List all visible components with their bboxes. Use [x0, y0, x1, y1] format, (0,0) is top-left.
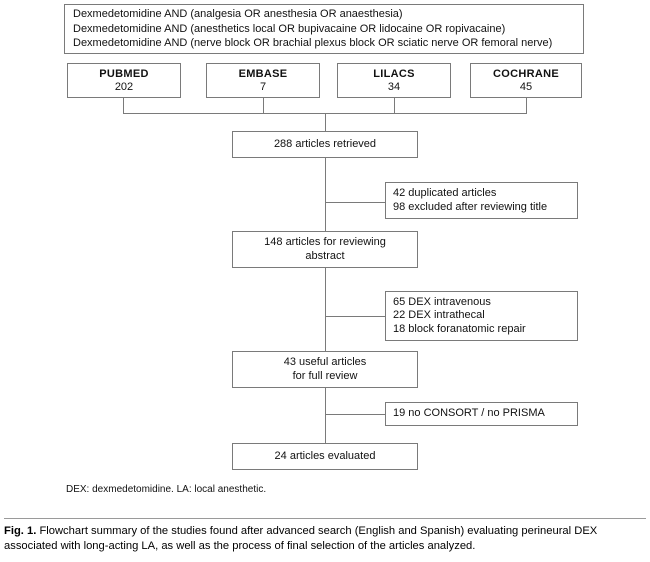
connector-cochrane-drop	[526, 98, 527, 113]
exclusion-box-1-line-3: 18 block foranatomic repair	[393, 322, 526, 335]
connector-lilacs-drop	[394, 98, 395, 113]
database-count-embase: 7	[259, 80, 267, 93]
database-name-embase: EMBASE	[238, 67, 288, 80]
caption-divider	[4, 518, 646, 519]
search-query-line-2: Dexmedetomidine AND (anesthetics local O…	[73, 22, 506, 35]
search-query-line-3: Dexmedetomidine AND (nerve block OR brac…	[73, 37, 553, 50]
connector-branch-to-exclusion-2	[325, 316, 385, 317]
database-box-lilacs: LILACS 34	[337, 63, 451, 98]
main-box-2-line-1: 43 useful articles	[283, 356, 367, 368]
database-name-lilacs: LILACS	[373, 67, 415, 80]
figure-caption-text: Flowchart summary of the studies found a…	[4, 525, 598, 552]
main-box-useful-articles: 43 useful articles for full review	[232, 351, 418, 388]
figure-number-label: Fig. 1.	[4, 525, 37, 537]
search-query-box: Dexmedetomidine AND (analgesia OR anesth…	[64, 4, 584, 54]
main-box-3-line-1: 24 articles evaluated	[274, 449, 376, 462]
connector-branch-to-exclusion-3	[325, 414, 385, 415]
exclusion-box-reporting-guidelines: 19 no CONSORT / no PRISMA	[385, 402, 578, 426]
exclusion-box-duplicates-and-titles: 42 duplicated articles 98 excluded after…	[385, 182, 578, 219]
connector-branch-to-exclusion-1	[325, 202, 385, 203]
main-box-reviewing-abstract: 148 articles for reviewing abstract	[232, 231, 418, 268]
database-box-pubmed: PUBMED 202	[67, 63, 181, 98]
database-count-lilacs: 34	[387, 80, 401, 93]
main-box-articles-evaluated: 24 articles evaluated	[232, 443, 418, 470]
main-box-1-line-1: 148 articles for reviewing	[264, 236, 386, 248]
exclusion-box-0-line-2: 98 excluded after reviewing title	[393, 200, 548, 213]
database-box-cochrane: COCHRANE 45	[470, 63, 582, 98]
connector-manifold-to-retrieved	[325, 113, 326, 131]
database-name-cochrane: COCHRANE	[493, 67, 559, 80]
exclusion-box-1-line-2: 22 DEX intrathecal	[393, 309, 485, 322]
exclusion-box-1-line-1: 65 DEX intravenous	[393, 295, 491, 308]
main-box-articles-retrieved: 288 articles retrieved	[232, 131, 418, 158]
exclusion-box-0-line-1: 42 duplicated articles	[393, 187, 497, 199]
connector-embase-drop	[263, 98, 264, 113]
connector-spine-segment-3	[325, 388, 326, 443]
exclusion-box-2-line-1: 19 no CONSORT / no PRISMA	[393, 407, 545, 420]
database-count-cochrane: 45	[519, 80, 533, 93]
exclusion-box-route-of-administration: 65 DEX intravenous 22 DEX intrathecal 18…	[385, 291, 578, 341]
main-box-0-line-1: 288 articles retrieved	[273, 137, 377, 150]
database-count-pubmed: 202	[114, 80, 134, 93]
search-query-line-1: Dexmedetomidine AND (analgesia OR anesth…	[73, 8, 403, 21]
main-box-2-line-2: for full review	[292, 369, 358, 382]
figure-caption: Fig. 1. Flowchart summary of the studies…	[4, 524, 648, 554]
database-box-embase: EMBASE 7	[206, 63, 320, 98]
figure-footnote: DEX: dexmedetomidine. LA: local anesthet…	[66, 484, 267, 495]
main-box-1-line-2: abstract	[305, 249, 345, 262]
database-name-pubmed: PUBMED	[99, 67, 149, 80]
connector-spine-segment-1	[325, 158, 326, 231]
connector-spine-segment-2	[325, 268, 326, 351]
connector-pubmed-drop	[123, 98, 124, 113]
